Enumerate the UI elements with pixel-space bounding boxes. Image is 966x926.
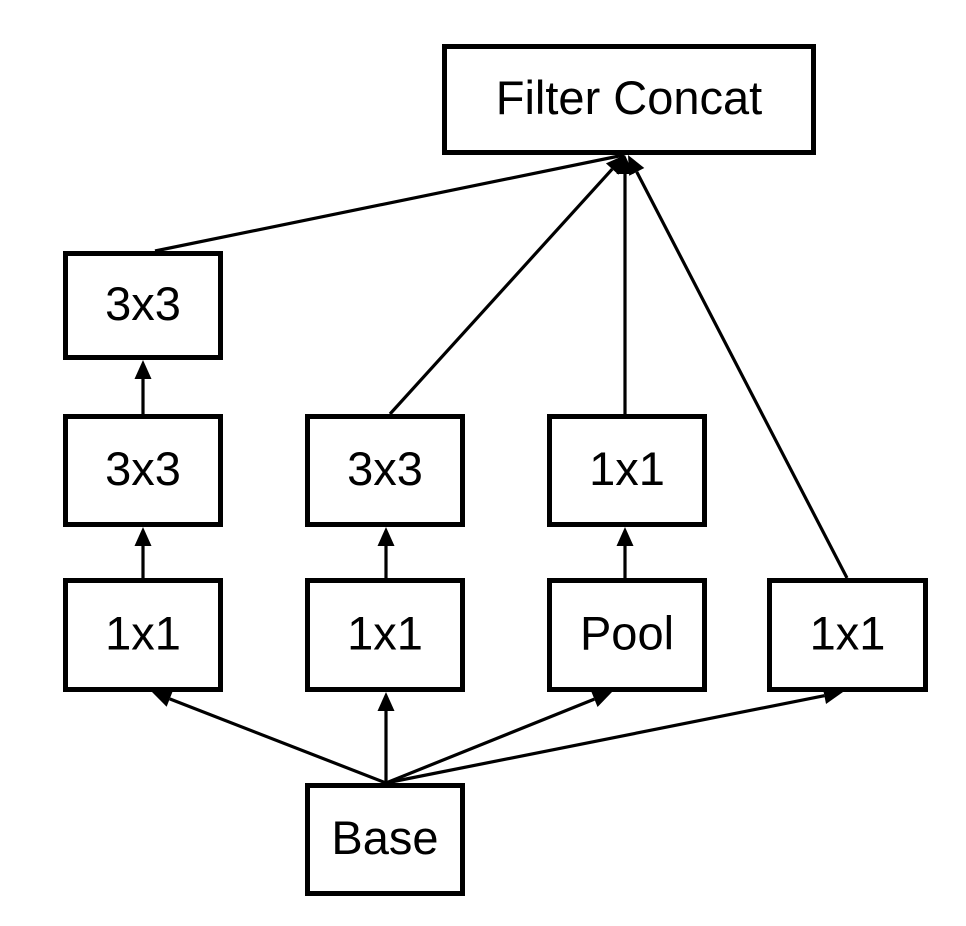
node-box[interactable] [305,783,465,896]
edge-c3_pool-to-c3_1x1 [616,527,634,578]
node-box[interactable] [767,578,928,692]
edge-c4_1x1-to-filter_concat [628,155,849,579]
node-box[interactable] [305,578,465,692]
node-box[interactable] [63,251,223,360]
node-c2_1x1[interactable]: 1x1 [305,578,465,692]
node-label: 1x1 [347,606,423,659]
edge-line [385,694,825,785]
arrowhead-icon [134,360,152,379]
edge-base-to-c3_pool [385,691,612,785]
node-c1_1x1[interactable]: 1x1 [63,578,223,692]
node-label: Filter Concat [496,71,762,124]
node-box[interactable] [305,414,465,527]
arrowhead-icon [591,691,612,707]
node-c2_3x3[interactable]: 3x3 [305,414,465,527]
node-box[interactable] [547,578,707,692]
node-c3_pool[interactable]: Pool [547,578,707,692]
node-label: 1x1 [810,606,886,659]
arrowhead-icon [377,527,395,546]
node-box[interactable] [547,414,707,527]
edge-base-to-c4_1x1 [385,687,843,785]
node-label: Pool [580,606,674,659]
arrowhead-icon [152,690,173,707]
edge-base-to-c2_1x1 [377,692,395,783]
node-c4_1x1[interactable]: 1x1 [767,578,928,692]
node-label: 1x1 [105,606,181,659]
node-c1_3x3_b[interactable]: 3x3 [63,251,223,360]
node-label: 1x1 [589,442,665,495]
node-label: 3x3 [105,442,181,495]
node-box[interactable] [63,578,223,692]
edges-layer [134,153,849,785]
arrowhead-icon [616,527,634,546]
edge-base-to-c1_1x1 [152,690,387,785]
arrowhead-icon [605,155,625,175]
node-base[interactable]: Base [305,783,465,896]
edge-c1_1x1-to-c1_3x3_a [134,527,152,578]
node-box[interactable] [442,44,816,155]
edge-line [385,697,595,785]
arrowhead-icon [377,692,395,711]
node-box[interactable] [63,414,223,527]
node-label: 3x3 [347,442,423,495]
edge-line [635,171,849,579]
node-label: Base [331,811,438,864]
edge-line [154,153,625,253]
arrowhead-icon [628,155,645,176]
node-label: 3x3 [105,277,181,330]
edge-c2_1x1-to-c2_3x3 [377,527,395,578]
edge-c2_3x3-to-filter_concat [388,155,625,416]
node-filter_concat[interactable]: Filter Concat [442,44,816,155]
edge-line [388,167,614,416]
edge-line [169,697,387,785]
node-c3_1x1[interactable]: 1x1 [547,414,707,527]
arrowhead-icon [134,527,152,546]
edge-c3_1x1-to-filter_concat [616,155,634,414]
edge-c1_3x3_b-to-filter_concat [154,153,625,253]
edge-c1_3x3_a-to-c1_3x3_b [134,360,152,414]
node-c1_3x3_a[interactable]: 3x3 [63,414,223,527]
